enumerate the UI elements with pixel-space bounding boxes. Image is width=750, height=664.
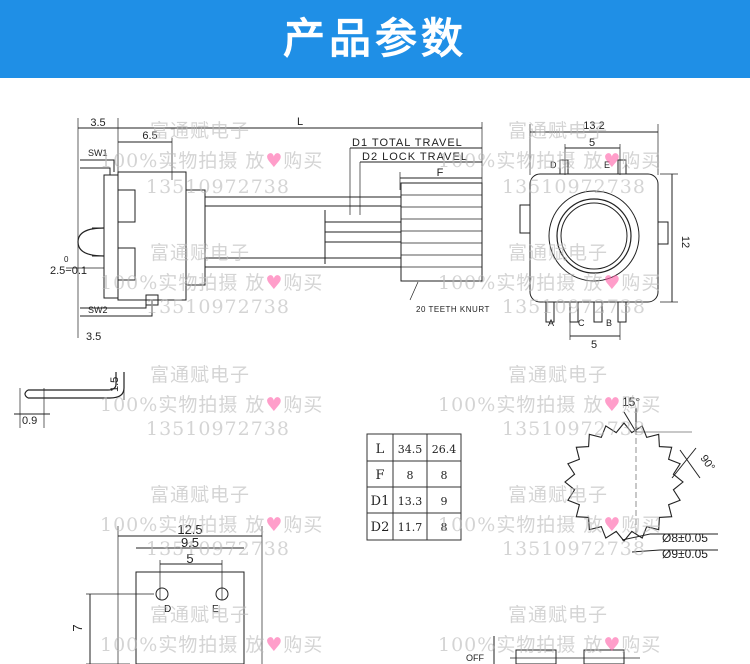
dim-7: 7 bbox=[70, 624, 85, 631]
table-row-D2-name: D2 bbox=[371, 520, 390, 535]
pin-label-a: A bbox=[548, 318, 554, 328]
watermark-tagline: 100%实物拍摄 放♥购买 bbox=[438, 394, 662, 416]
watermark-shop-name: 富通赋电子 bbox=[508, 484, 609, 506]
knurl-gear bbox=[564, 422, 684, 542]
pin-detail: 0.9 1.5 bbox=[14, 372, 125, 428]
table-row-L-name: L bbox=[376, 442, 385, 457]
dim-tolerance: 2.5−0.1 bbox=[50, 265, 87, 277]
watermark-phone: 13510972738 bbox=[146, 176, 290, 198]
page-title: 产品参数 bbox=[282, 14, 467, 63]
watermark-shop-name: 富通赋电子 bbox=[508, 364, 609, 386]
dim-13-2: 13.2 bbox=[583, 120, 604, 132]
table-row-F-name: F bbox=[375, 468, 384, 483]
table-row-L-v1: 34.5 bbox=[398, 443, 423, 456]
dim-3-5-top: 3.5 bbox=[90, 117, 105, 129]
table-row-D1-v1: 13.3 bbox=[398, 495, 423, 508]
pin-label-b: B bbox=[606, 318, 612, 328]
watermark-shop-name: 富通赋电子 bbox=[150, 364, 251, 386]
footprint-view: 12.5 9.5 5 7 D E bbox=[70, 522, 263, 664]
watermark-shop-name: 富通赋电子 bbox=[508, 120, 609, 142]
knurl-detail: 15° 90° Ø8±0.05 Ø9±0.05 bbox=[564, 395, 718, 561]
angle-15: 15° bbox=[622, 395, 640, 409]
watermark-tagline: 100%实物拍摄 放♥购买 bbox=[100, 150, 324, 172]
dim-tol-top: 0 bbox=[64, 255, 69, 264]
watermark-tagline: 100%实物拍摄 放♥购买 bbox=[100, 272, 324, 294]
dim-5-top: 5 bbox=[589, 137, 595, 149]
dim-D1: D1 TOTAL TRAVEL bbox=[352, 137, 463, 149]
dim-F: F bbox=[437, 167, 444, 179]
dim-1-5: 1.5 bbox=[109, 377, 121, 392]
watermark-shop-name: 富通赋电子 bbox=[508, 604, 609, 626]
watermark-phone: 13510972738 bbox=[502, 176, 646, 198]
table-row-D1-v2: 9 bbox=[441, 495, 448, 508]
label-sw1: SW1 bbox=[88, 148, 108, 158]
dim-12-5: 12.5 bbox=[177, 522, 202, 537]
footprint-pin-d: D bbox=[164, 604, 171, 615]
watermark-phone: 13510972738 bbox=[146, 538, 290, 560]
watermark-shop-name: 富通赋电子 bbox=[508, 242, 609, 264]
label-sw2: SW2 bbox=[88, 305, 108, 315]
switch-detail: OFF bbox=[466, 636, 640, 664]
dim-5-footprint: 5 bbox=[186, 551, 193, 566]
watermark-shop-name: 富通赋电子 bbox=[150, 484, 251, 506]
watermark-phone: 13510972738 bbox=[502, 296, 646, 318]
dim-3-5-bottom: 3.5 bbox=[86, 331, 101, 343]
pin-label-e: E bbox=[604, 160, 610, 170]
watermark-tagline: 100%实物拍摄 放♥购买 bbox=[438, 514, 662, 536]
dim-D2: D2 LOCK TRAVEL bbox=[362, 151, 468, 163]
header-banner bbox=[0, 0, 750, 78]
watermark-phone: 13510972738 bbox=[502, 538, 646, 560]
angle-90: 90° bbox=[698, 453, 717, 474]
dim-9-5: 9.5 bbox=[181, 535, 199, 550]
dim-6-5: 6.5 bbox=[142, 130, 157, 142]
watermark-tagline: 100%实物拍摄 放♥购买 bbox=[100, 634, 324, 656]
spec-table: L 34.5 26.4 F 8 8 D1 13.3 9 D2 11.7 8 bbox=[366, 433, 462, 541]
watermark-tagline: 100%实物拍摄 放♥购买 bbox=[100, 514, 324, 536]
table-row-D2-v1: 11.7 bbox=[398, 521, 423, 534]
table-row-L-v2: 26.4 bbox=[432, 443, 457, 456]
watermark-phone: 13510972738 bbox=[502, 418, 646, 440]
dia-9: Ø9±0.05 bbox=[662, 547, 708, 561]
watermark-tagline: 100%实物拍摄 放♥购买 bbox=[100, 394, 324, 416]
pin-label-d: D bbox=[550, 160, 557, 170]
pin-label-c: C bbox=[578, 318, 585, 328]
watermark-shop-name: 富通赋电子 bbox=[150, 242, 251, 264]
table-row-D1-name: D1 bbox=[371, 494, 390, 509]
front-view: 13.2 5 12 5 D E A C B bbox=[519, 120, 691, 351]
footprint-pin-e: E bbox=[212, 604, 219, 615]
watermark-tagline: 100%实物拍摄 放♥购买 bbox=[438, 150, 662, 172]
table-row-F-v1: 8 bbox=[407, 469, 414, 482]
knurl-note: 20 TEETH KNURT bbox=[416, 305, 490, 314]
table-row-F-v2: 8 bbox=[441, 469, 448, 482]
watermark-tagline: 100%实物拍摄 放♥购买 bbox=[438, 272, 662, 294]
table-row-D2-v2: 8 bbox=[441, 521, 448, 534]
watermark-shop-name: 富通赋电子 bbox=[150, 120, 251, 142]
dim-L: L bbox=[297, 116, 303, 128]
watermark-shop-name: 富通赋电子 bbox=[150, 604, 251, 626]
watermark-phone: 13510972738 bbox=[146, 418, 290, 440]
watermark-tagline: 100%实物拍摄 放♥购买 bbox=[438, 634, 662, 656]
dim-0-9: 0.9 bbox=[22, 415, 37, 427]
label-off: OFF bbox=[466, 653, 484, 663]
dim-12: 12 bbox=[679, 236, 691, 248]
watermark-phone: 13510972738 bbox=[146, 296, 290, 318]
dim-5-bottom: 5 bbox=[591, 339, 597, 351]
dia-8: Ø8±0.05 bbox=[662, 531, 708, 545]
side-view: 3.5 6.5 L D1 TOTAL TRAVEL D2 LOCK TRAVEL… bbox=[50, 116, 490, 343]
